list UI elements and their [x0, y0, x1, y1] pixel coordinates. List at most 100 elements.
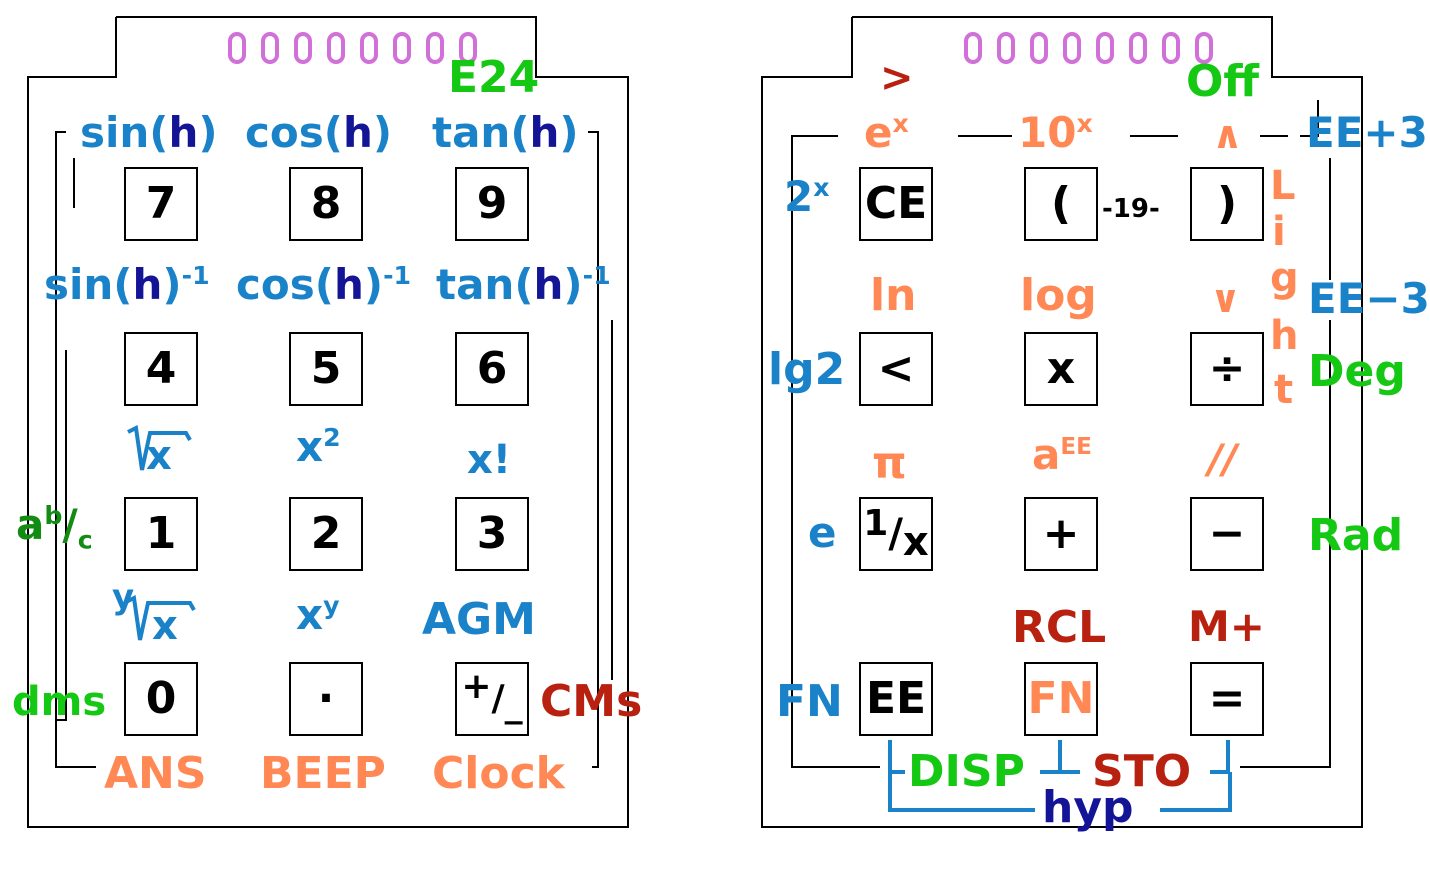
- key-4[interactable]: 4: [124, 332, 198, 406]
- ln-label: ln: [870, 270, 917, 321]
- clock-label: Clock: [432, 748, 565, 799]
- left-inner-wire-b: [56, 350, 67, 721]
- deg-label: Deg: [1308, 346, 1406, 397]
- fn-side-label: FN: [776, 676, 843, 727]
- cms-label: CMs: [540, 676, 643, 727]
- fraction-label: ab/c: [16, 500, 93, 555]
- hyp-bracket-left: [888, 772, 1035, 812]
- key-plus-minus[interactable]: +/_: [455, 662, 529, 736]
- key-multiply[interactable]: x: [1024, 332, 1098, 406]
- key-0[interactable]: 0: [124, 662, 198, 736]
- indicator-dot: [459, 32, 477, 64]
- light-g: g: [1270, 255, 1299, 301]
- key-7[interactable]: 7: [124, 167, 198, 241]
- rad-label: Rad: [1308, 510, 1404, 561]
- e24-label: E24: [448, 52, 540, 103]
- a-ee-label: aEE: [1032, 430, 1092, 479]
- indicator-dot: [1030, 32, 1048, 64]
- acosh-label: cos(h)-1: [236, 260, 412, 309]
- light-h: h: [1270, 313, 1299, 359]
- ee-minus-3-label: EE−3: [1308, 274, 1430, 323]
- square-label: x2: [296, 422, 341, 471]
- key-minus[interactable]: −: [1190, 497, 1264, 571]
- key-plus[interactable]: +: [1024, 497, 1098, 571]
- indicator-dot: [1162, 32, 1180, 64]
- key-equals[interactable]: =: [1190, 662, 1264, 736]
- key-9[interactable]: 9: [455, 167, 529, 241]
- log-label: log: [1020, 270, 1097, 321]
- off-label: Off: [1186, 56, 1260, 107]
- power-label: xy: [296, 590, 340, 639]
- key-open-paren[interactable]: (: [1024, 167, 1098, 241]
- sto-label: STO: [1092, 746, 1192, 797]
- key-1[interactable]: 1: [124, 497, 198, 571]
- indicator-dot: [997, 32, 1015, 64]
- indicator-dot: [228, 32, 246, 64]
- key-decimal[interactable]: ·: [289, 662, 363, 736]
- key-6[interactable]: 6: [455, 332, 529, 406]
- atanh-label: tan(h)-1: [436, 260, 611, 309]
- pi-label: π: [872, 438, 907, 489]
- indicator-dot: [327, 32, 345, 64]
- right-outer-wire: [791, 135, 880, 768]
- key-fn[interactable]: FN: [1024, 662, 1098, 736]
- key-3[interactable]: 3: [455, 497, 529, 571]
- indicator-dot: [261, 32, 279, 64]
- right-indicator-strip: [964, 32, 1213, 64]
- disp-bracket: [888, 740, 905, 774]
- sqrt-label: x: [146, 433, 172, 479]
- key-ce[interactable]: CE: [859, 167, 933, 241]
- right-case-outline: [761, 16, 1363, 828]
- or-label: ∨: [1210, 277, 1241, 321]
- left-case-outline: [27, 16, 629, 828]
- right-mid-wire-b: [1240, 320, 1331, 768]
- exp-label: ex: [864, 108, 909, 157]
- asinh-label: sin(h)-1: [44, 260, 210, 309]
- light-l: L: [1270, 163, 1296, 209]
- light-i: i: [1272, 209, 1286, 255]
- digits-19-label: -19-: [1102, 194, 1160, 224]
- ans-label: ANS: [104, 748, 207, 799]
- hyp-bracket-right: [1160, 772, 1232, 812]
- lg2-label: lg2: [768, 344, 846, 395]
- rcl-label: RCL: [1012, 602, 1107, 653]
- cosh-label: cos(h): [245, 108, 393, 157]
- light-t: t: [1274, 367, 1294, 413]
- and-label: ∧: [1212, 113, 1243, 157]
- two-power-label: 2x: [784, 172, 830, 221]
- disp-label: DISP: [908, 746, 1025, 797]
- hyp-label: hyp: [1042, 782, 1134, 833]
- key-5[interactable]: 5: [289, 332, 363, 406]
- indicator-dot: [426, 32, 444, 64]
- parallel-label: //: [1208, 437, 1238, 483]
- sinh-label: sin(h): [80, 108, 218, 157]
- key-less-than[interactable]: <: [859, 332, 933, 406]
- indicator-dot: [1096, 32, 1114, 64]
- sqrt-sign: [127, 424, 192, 471]
- indicator-dot: [1195, 32, 1213, 64]
- left-outer-wire: [55, 131, 96, 768]
- key-ee[interactable]: EE: [859, 662, 933, 736]
- e-label: e: [808, 508, 837, 557]
- root-index-label: y: [112, 577, 135, 617]
- indicator-dot: [360, 32, 378, 64]
- sto-bracket: [1210, 740, 1230, 774]
- root-x-label: x: [152, 603, 178, 649]
- indicator-dot: [1063, 32, 1081, 64]
- key-reciprocal[interactable]: 1/x: [859, 497, 933, 571]
- agm-label: AGM: [422, 594, 536, 645]
- root-sign: [125, 594, 196, 641]
- indicator-dot: [393, 32, 411, 64]
- key-8[interactable]: 8: [289, 167, 363, 241]
- left-indicator-strip: [228, 32, 477, 64]
- key-divide[interactable]: ÷: [1190, 332, 1264, 406]
- right-right-wire: [1300, 100, 1319, 137]
- key-close-paren[interactable]: ): [1190, 167, 1264, 241]
- tanh-label: tan(h): [432, 108, 579, 157]
- m-plus-label: M+: [1188, 602, 1265, 651]
- key-2[interactable]: 2: [289, 497, 363, 571]
- factorial-label: x!: [467, 437, 512, 483]
- ee-plus-3-label: EE+3: [1306, 108, 1428, 157]
- left-right-wire: [588, 131, 599, 768]
